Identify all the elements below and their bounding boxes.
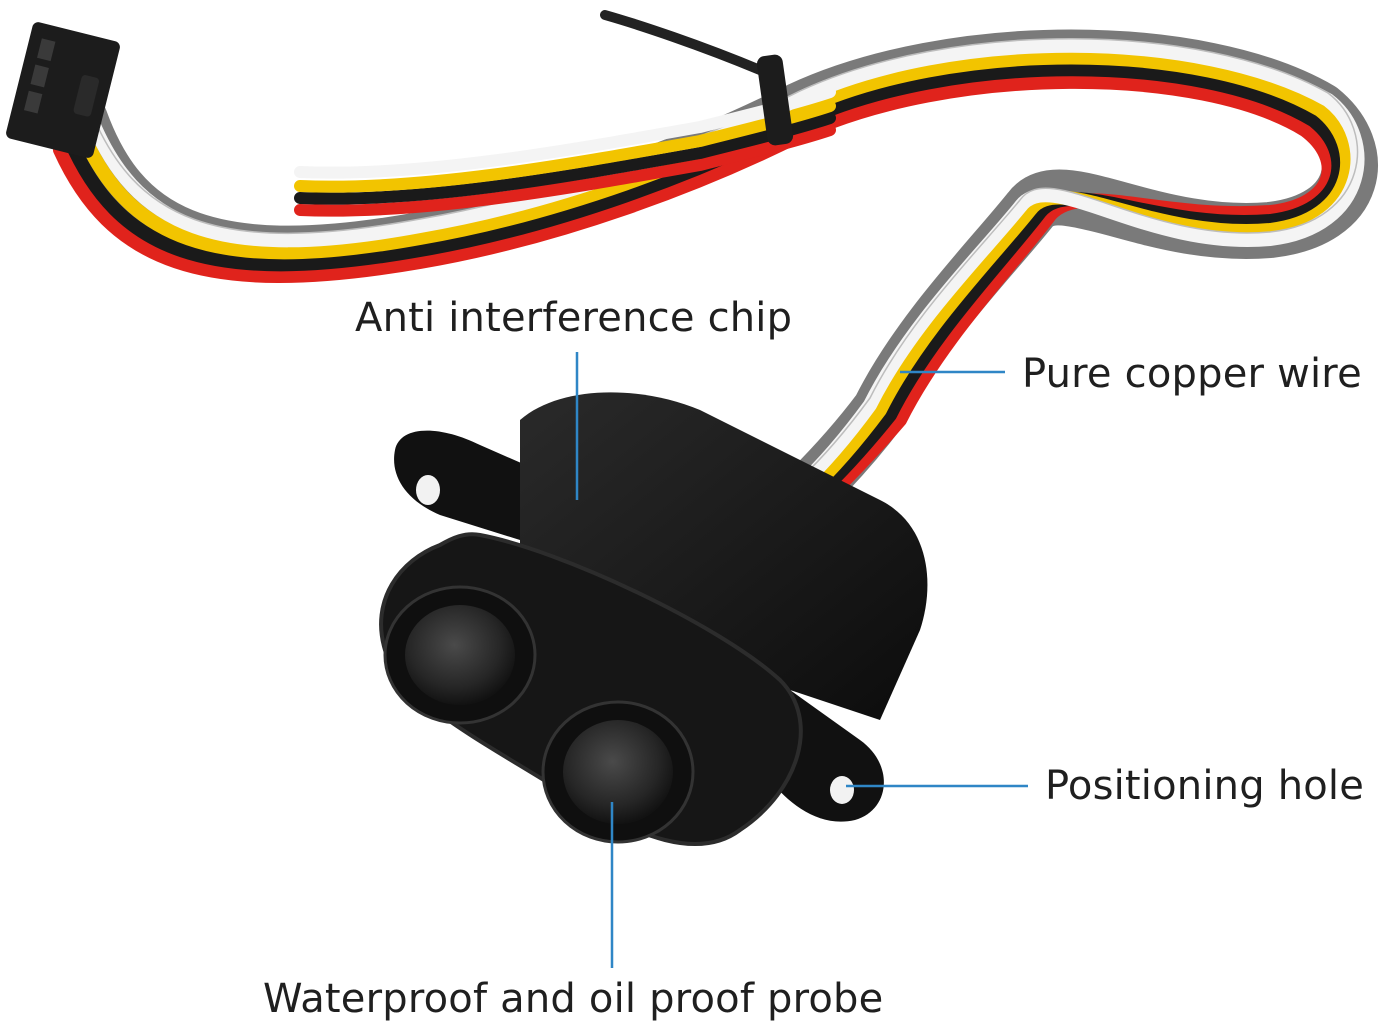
probe-lens-2 — [563, 720, 673, 824]
label-positioning-hole: Positioning hole — [1045, 763, 1365, 809]
wire-white — [83, 38, 1365, 493]
label-pure-copper-wire: Pure copper wire — [1022, 351, 1362, 397]
rear-positioning-hole — [416, 475, 440, 505]
wire-black — [63, 62, 1346, 499]
label-anti-interference-chip: Anti interference chip — [355, 295, 793, 341]
cable-bundle — [52, 29, 1378, 518]
connector — [6, 22, 120, 158]
leader-lines — [575, 352, 1028, 968]
label-waterproof-probe: Waterproof and oil proof probe — [263, 976, 884, 1022]
probe-lens-1 — [405, 605, 515, 705]
main-body — [520, 392, 928, 720]
front-positioning-hole — [830, 776, 854, 804]
cable-tie — [600, 10, 794, 146]
rear-flange — [394, 430, 560, 540]
sensor-housing — [379, 392, 928, 847]
wire-white-edge — [89, 38, 1359, 480]
wire-red — [53, 74, 1336, 502]
wire-yellow — [73, 50, 1355, 497]
